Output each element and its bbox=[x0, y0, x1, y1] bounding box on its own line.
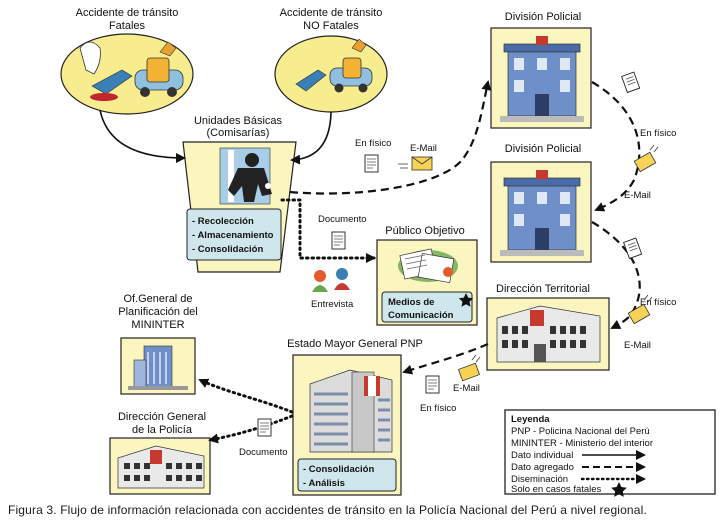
nonfatal-title-line1: Accidente de tránsito bbox=[280, 7, 383, 19]
ofgeneral-title-line1: Of.General de bbox=[123, 293, 192, 305]
label-en-fisico-1: En físico bbox=[355, 138, 391, 149]
direccion-general-title-line1: Dirección General bbox=[118, 411, 206, 423]
unidades-task-consolidacion: - Consolidación bbox=[192, 244, 263, 255]
direccion-general-title-line2: de la Policía bbox=[132, 424, 193, 436]
estado-mayor-title: Estado Mayor General PNP bbox=[287, 338, 423, 350]
label-documento-2: Documento bbox=[239, 447, 288, 458]
arrow-estado-mayor-to-direccion-general bbox=[208, 414, 294, 444]
ofgeneral-title-line3: MININTER bbox=[131, 319, 184, 331]
node-division-policial-2: División Policial bbox=[490, 143, 592, 263]
node-unidades-basicas: Unidades Básicas (Comisarías) - Recolecc… bbox=[182, 115, 297, 273]
node-direccion-general: Dirección General de la Policía bbox=[109, 411, 211, 495]
fatal-only-star-icon bbox=[458, 293, 474, 307]
edge-unidades-publico: Documento Entrevista bbox=[311, 214, 367, 310]
government-building-icon bbox=[496, 305, 601, 363]
estado-mayor-task-consolidacion: - Consolidación bbox=[303, 464, 374, 475]
email-envelope-icon bbox=[627, 294, 653, 325]
publico-title: Público Objetivo bbox=[385, 225, 465, 237]
edge-unidades-division1: En físico E-Mail bbox=[355, 138, 437, 173]
legend-diseminacion: Diseminación bbox=[511, 474, 568, 485]
email-envelope-icon bbox=[633, 144, 659, 173]
arrow-fatal-to-unidades bbox=[99, 109, 186, 163]
label-en-fisico-2: En físico bbox=[640, 128, 676, 139]
publico-media-line1: Medios de bbox=[388, 297, 434, 308]
ofgeneral-title-line2: Planificación del bbox=[118, 306, 198, 318]
document-icon bbox=[257, 418, 272, 437]
unidades-task-almacenamiento: - Almacenamiento bbox=[192, 230, 274, 241]
division2-title: División Policial bbox=[505, 143, 581, 155]
unidades-tasks-box bbox=[186, 208, 282, 261]
estado-mayor-task-analisis: - Análisis bbox=[303, 478, 345, 489]
legend-box bbox=[504, 409, 716, 495]
newspaper-media-icon bbox=[398, 248, 458, 284]
edge-territorial-estado-mayor: E-Mail En físico bbox=[420, 354, 481, 414]
direccion-territorial-title: Dirección Territorial bbox=[496, 283, 590, 295]
publico-media-line2: Comunicación bbox=[388, 310, 454, 321]
division1-title: División Policial bbox=[505, 11, 581, 23]
car-crash-fatal-icon bbox=[79, 41, 184, 101]
label-en-fisico-4: En físico bbox=[420, 403, 456, 414]
label-en-fisico-3: En físico bbox=[640, 297, 676, 308]
unidades-title-line2: (Comisarías) bbox=[207, 127, 270, 139]
publico-media-box bbox=[381, 291, 473, 323]
police-headquarters-icon bbox=[117, 445, 205, 489]
legend-pnp: PNP - Policina Nacional del Perú bbox=[511, 426, 650, 437]
figure-caption: Figura 3. Flujo de información relaciona… bbox=[8, 503, 647, 517]
edge-division1-division2: En físico E-Mail bbox=[621, 71, 676, 201]
unidades-task-recoleccion: - Recolección bbox=[192, 216, 254, 227]
edge-estado-mayor-dissemination: Documento bbox=[239, 418, 288, 458]
estado-mayor-tasks-box bbox=[297, 458, 397, 492]
legend-mininter: MININTER - Ministerio del interior bbox=[511, 438, 653, 449]
headquarters-building-icon bbox=[309, 369, 393, 453]
document-icon bbox=[623, 237, 643, 260]
fatal-title-line1: Accidente de tránsito bbox=[76, 7, 179, 19]
edge-division2-territorial: En físico E-Mail bbox=[623, 237, 676, 351]
police-station-icon bbox=[500, 36, 584, 122]
ministry-tower-icon bbox=[128, 345, 188, 390]
arrow-territorial-to-estado-mayor bbox=[402, 342, 489, 375]
legend-star-icon bbox=[611, 482, 627, 497]
email-envelope-icon bbox=[457, 354, 481, 382]
label-entrevista: Entrevista bbox=[311, 299, 354, 310]
email-envelope-icon bbox=[398, 156, 433, 171]
legend-solo-fatales: Solo en casos fatales bbox=[511, 484, 602, 495]
node-fatal-accidents: Accidente de tránsito Fatales bbox=[60, 7, 194, 115]
document-icon bbox=[364, 154, 379, 173]
unidades-title-line1: Unidades Básicas bbox=[194, 115, 283, 127]
arrow-division2-to-territorial bbox=[591, 221, 641, 329]
legend-dato-agregado: Dato agregado bbox=[511, 462, 574, 473]
police-station-icon bbox=[500, 170, 584, 256]
label-email-2: E-Mail bbox=[624, 190, 651, 201]
document-icon bbox=[425, 375, 440, 394]
node-direccion-territorial: Dirección Territorial bbox=[486, 283, 610, 371]
label-documento-1: Documento bbox=[318, 214, 367, 225]
label-email-4: E-Mail bbox=[453, 383, 480, 394]
label-email-1: E-Mail bbox=[410, 143, 437, 154]
node-ofgeneral-mininter: Of.General de Planificación del MININTER bbox=[118, 293, 198, 395]
legend-title: Leyenda bbox=[511, 414, 550, 425]
arrow-unidades-to-publico bbox=[280, 198, 376, 263]
interview-people-icon bbox=[312, 268, 350, 292]
police-officer-icon bbox=[219, 147, 272, 205]
legend-dato-individual: Dato individual bbox=[511, 450, 573, 461]
nonfatal-title-line2: NO Fatales bbox=[303, 20, 359, 32]
arrow-nonfatal-to-unidades bbox=[290, 111, 332, 165]
node-division-policial-1: División Policial bbox=[490, 11, 592, 129]
arrow-division1-to-division2 bbox=[591, 81, 641, 212]
legend: Leyenda PNP - Policina Nacional del Perú… bbox=[504, 409, 716, 497]
document-icon bbox=[621, 71, 641, 94]
document-icon bbox=[331, 231, 346, 250]
fatal-title-line2: Fatales bbox=[109, 20, 146, 32]
node-nonfatal-accidents: Accidente de tránsito NO Fatales bbox=[274, 7, 388, 113]
car-crash-nonfatal-icon bbox=[295, 38, 373, 93]
node-estado-mayor: Estado Mayor General PNP - Consolidación… bbox=[287, 338, 423, 496]
arrow-unidades-to-division1 bbox=[289, 80, 492, 195]
label-email-3: E-Mail bbox=[624, 340, 651, 351]
node-publico-objetivo: Público Objetivo Medios de Comunicación bbox=[376, 225, 478, 326]
arrow-estado-mayor-to-ofgeneral bbox=[198, 378, 294, 414]
